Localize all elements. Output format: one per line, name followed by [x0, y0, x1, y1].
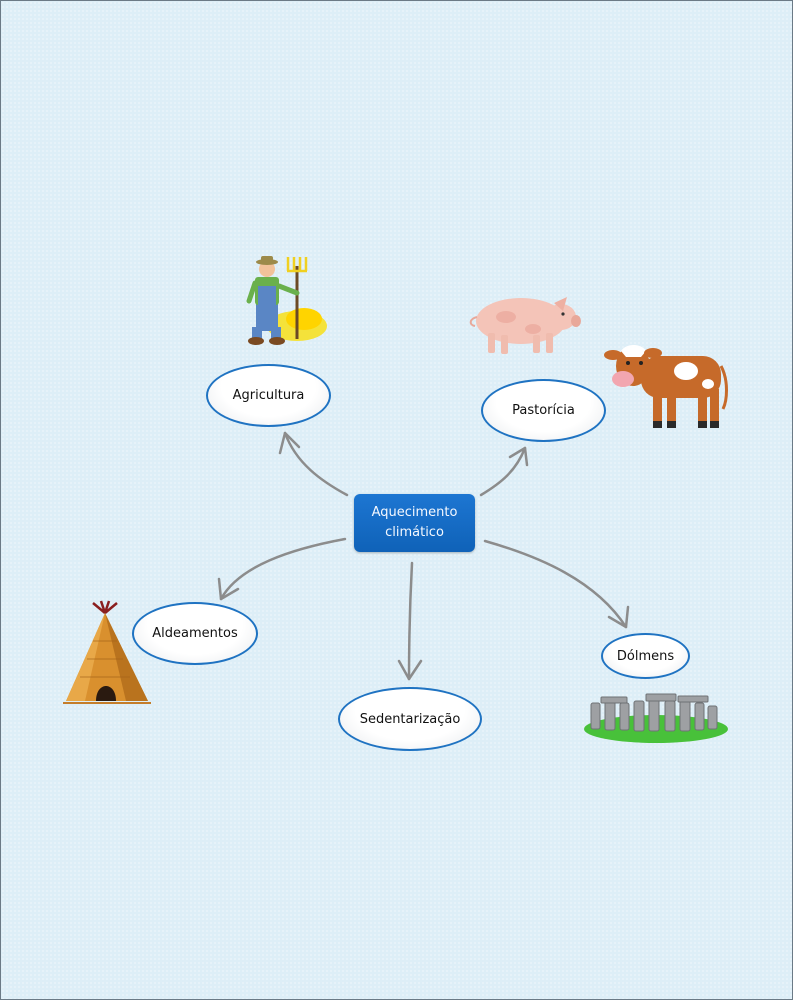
- connector-aldeamentos: [217, 537, 347, 601]
- pig-icon: [469, 297, 581, 354]
- farmer-icon: [246, 256, 327, 345]
- connector-pastoricia: [479, 446, 529, 497]
- node-dolmens-label: Dólmens: [616, 648, 675, 664]
- node-agricultura[interactable]: Agricultura: [206, 364, 331, 427]
- node-aldeamentos-label: Aldeamentos: [152, 626, 238, 641]
- node-sedentarizacao-label: Sedentarização: [359, 711, 461, 727]
- node-aldeamentos[interactable]: Aldeamentos: [132, 602, 258, 665]
- node-pastoricia-label: Pastorícia: [512, 403, 575, 418]
- connector-agricultura: [278, 431, 349, 497]
- central-topic-line-1: Aquecimento: [371, 505, 458, 520]
- central-topic-line-2: climático: [385, 525, 444, 540]
- teepee-icon: [63, 600, 151, 704]
- node-dolmens[interactable]: Dólmens: [601, 633, 690, 679]
- central-topic[interactable]: Aquecimento climático: [354, 494, 475, 552]
- cow-icon: [604, 345, 728, 428]
- node-agricultura-label: Agricultura: [232, 388, 305, 403]
- connector-dolmens: [483, 539, 630, 629]
- stonehenge-icon: [584, 693, 728, 743]
- connector-sedentarizacao: [397, 561, 423, 681]
- node-pastoricia[interactable]: Pastorícia: [481, 379, 606, 442]
- node-sedentarizacao[interactable]: Sedentarização: [338, 687, 482, 751]
